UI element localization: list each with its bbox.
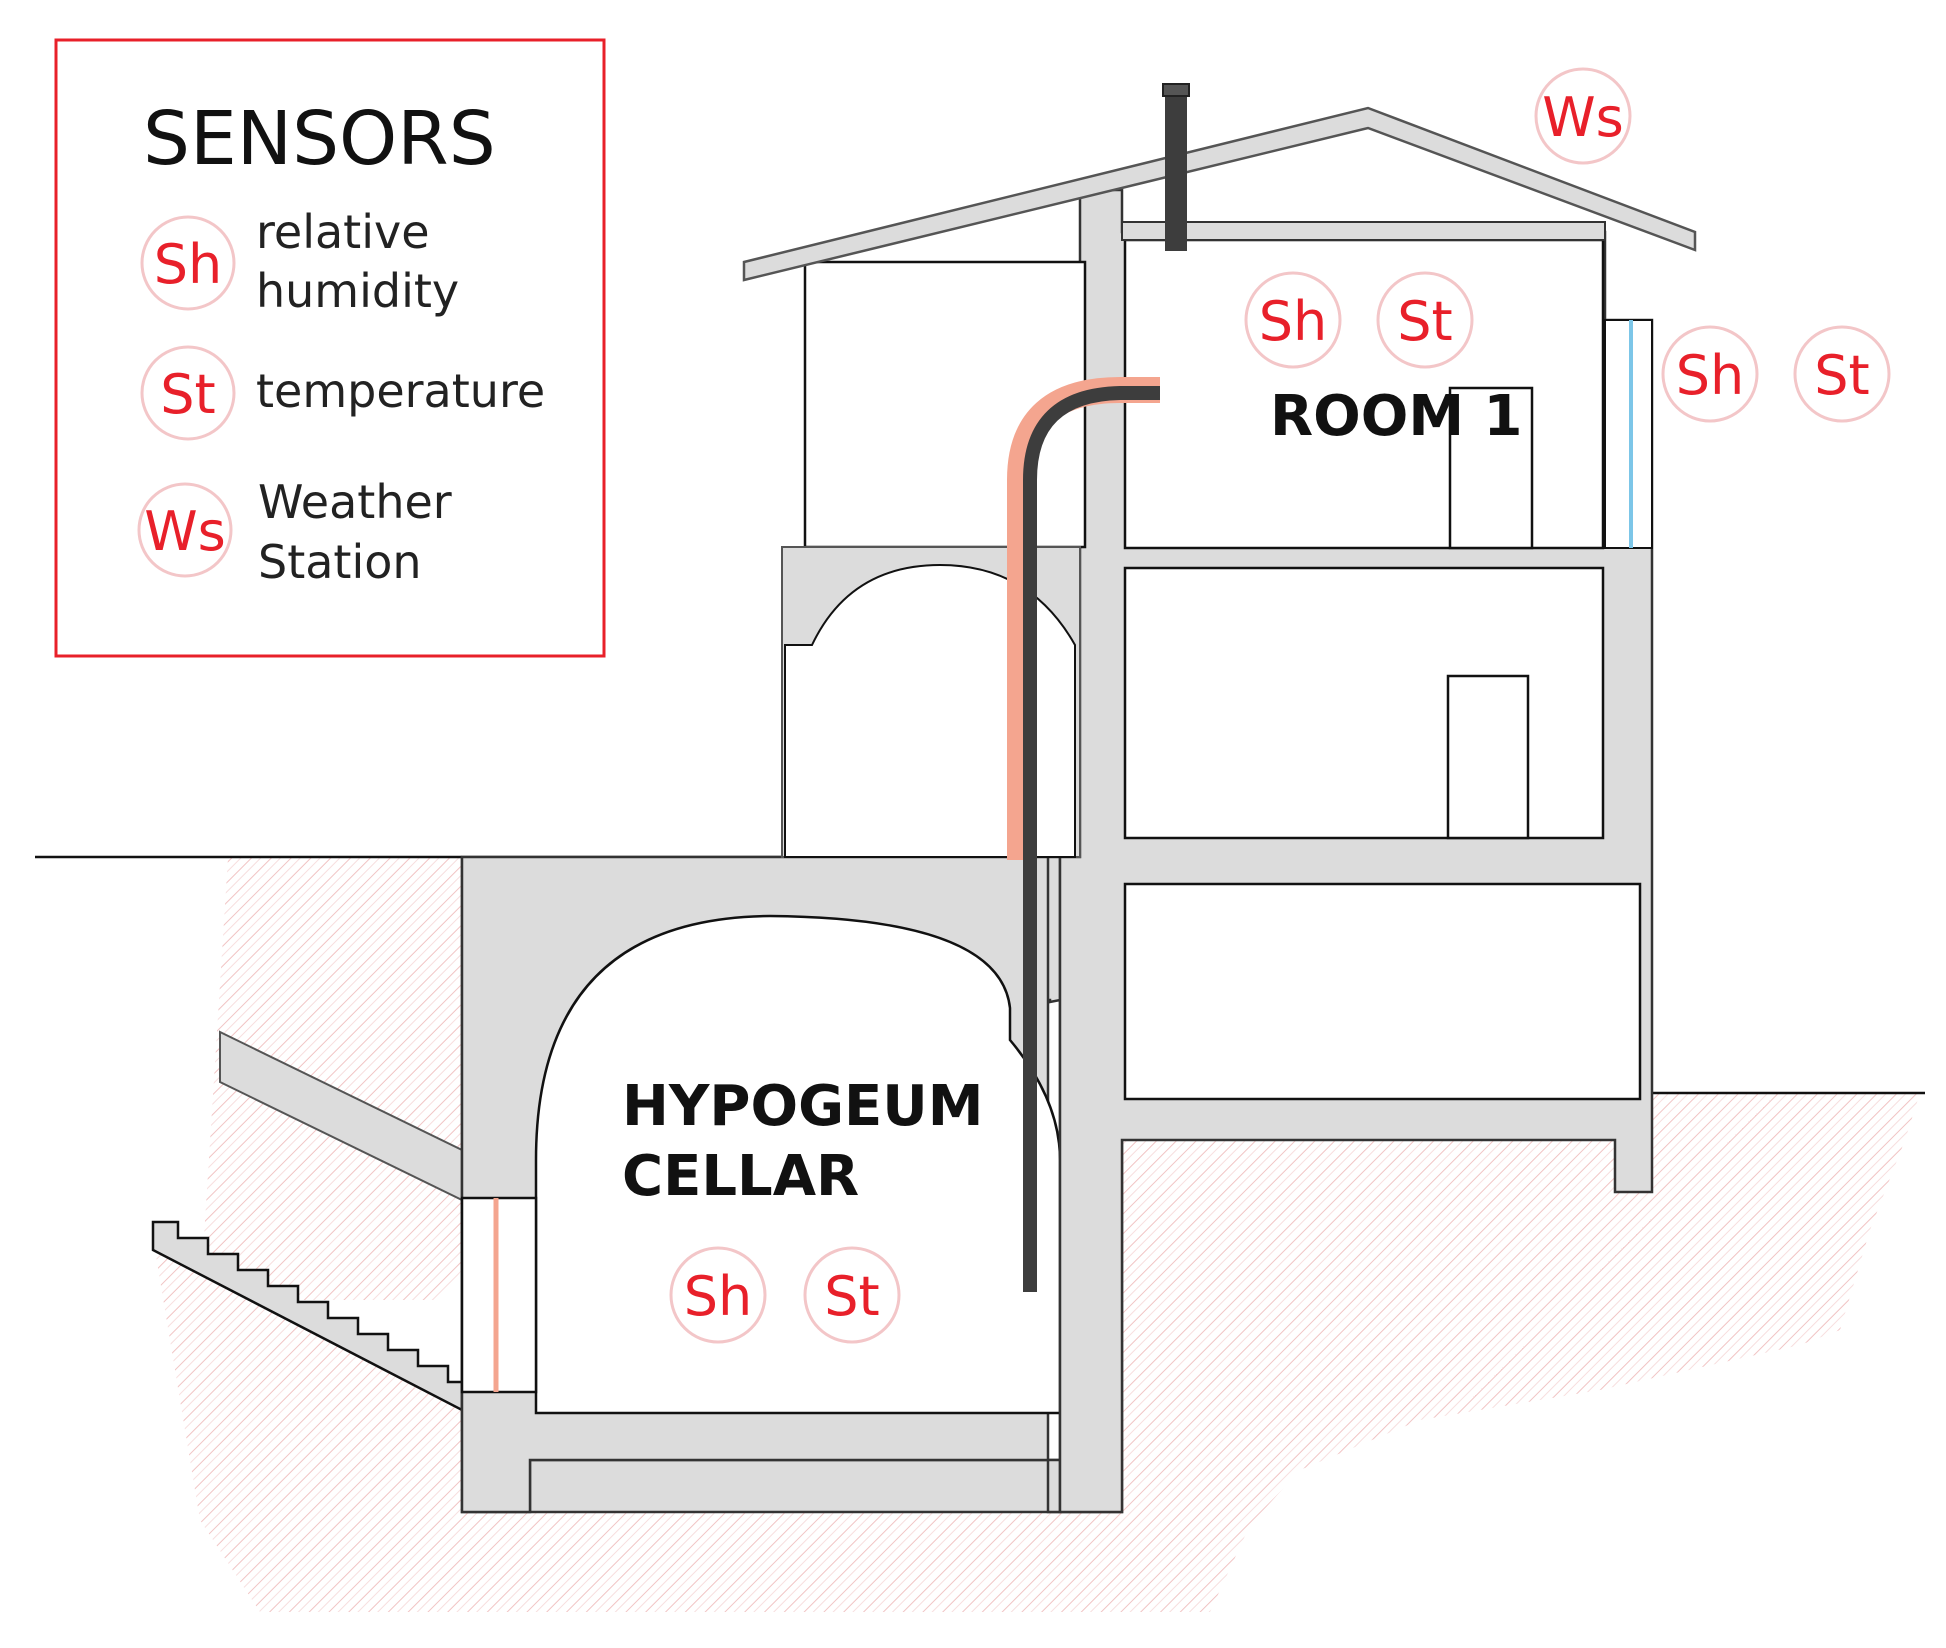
legend-item-humidity: Sh relative humidity [140, 205, 459, 318]
sensor-room1-temperature[interactable]: St [1376, 271, 1474, 369]
chimney-top [1165, 86, 1187, 251]
sensors-legend: SENSORS Sh relative humidity St temperat… [54, 38, 606, 658]
legend-humidity-code: Sh [154, 233, 223, 296]
legend-weather-station-label-line2: Station [258, 535, 422, 589]
floor2-door [1446, 674, 1530, 840]
cellar-label-line1: HYPOGEUM [622, 1074, 983, 1139]
ceiling-beam [1121, 221, 1606, 241]
sensor-room1-humidity-code: Sh [1259, 290, 1328, 353]
sensor-outdoor-humidity[interactable]: Sh [1661, 325, 1759, 423]
cellar-window [460, 1196, 538, 1394]
sensor-cellar-temperature[interactable]: St [803, 1246, 901, 1344]
sensor-cellar-humidity[interactable]: Sh [669, 1246, 767, 1344]
sensor-room1-temperature-code: St [1397, 290, 1452, 353]
legend-weather-station-code: Ws [144, 500, 226, 563]
sensor-outdoor-humidity-code: Sh [1676, 344, 1745, 407]
sensor-outdoor-temperature-code: St [1814, 344, 1869, 407]
floor2-interior [1123, 566, 1605, 840]
room1-door [1448, 386, 1534, 550]
sensor-room1-humidity[interactable]: Sh [1244, 271, 1342, 369]
legend-title: SENSORS [143, 96, 496, 182]
legend-humidity-label-line1: relative [256, 205, 430, 259]
stairs [151, 1220, 464, 1413]
sensor-weather-station-roof[interactable]: Ws [1534, 67, 1632, 165]
legend-weather-station-label-line1: Weather [258, 475, 452, 529]
legend-item-weather-station: Ws Weather Station [137, 475, 452, 589]
flue-pipe [1023, 386, 1160, 1292]
legend-temperature-label: temperature [256, 364, 545, 418]
legend-humidity-label-line2: humidity [256, 264, 459, 318]
chimney-cap [1162, 83, 1190, 97]
sensor-weather-station-roof-code: Ws [1542, 86, 1624, 149]
roof [742, 106, 1697, 282]
sensor-cellar-temperature-code: St [824, 1265, 879, 1328]
floor3-interior [1123, 882, 1642, 1101]
legend-item-temperature: St temperature [140, 345, 545, 441]
cellar-vault-interior [534, 914, 1062, 1415]
sensor-cellar-humidity-code: Sh [684, 1265, 753, 1328]
room1-label: ROOM 1 [1270, 384, 1523, 449]
sensor-outdoor-temperature[interactable]: St [1793, 325, 1891, 423]
room1-window [1604, 319, 1653, 549]
cellar-label-line2: CELLAR [622, 1144, 859, 1209]
legend-temperature-code: St [160, 363, 215, 426]
annex-arch-interior [784, 563, 1076, 858]
